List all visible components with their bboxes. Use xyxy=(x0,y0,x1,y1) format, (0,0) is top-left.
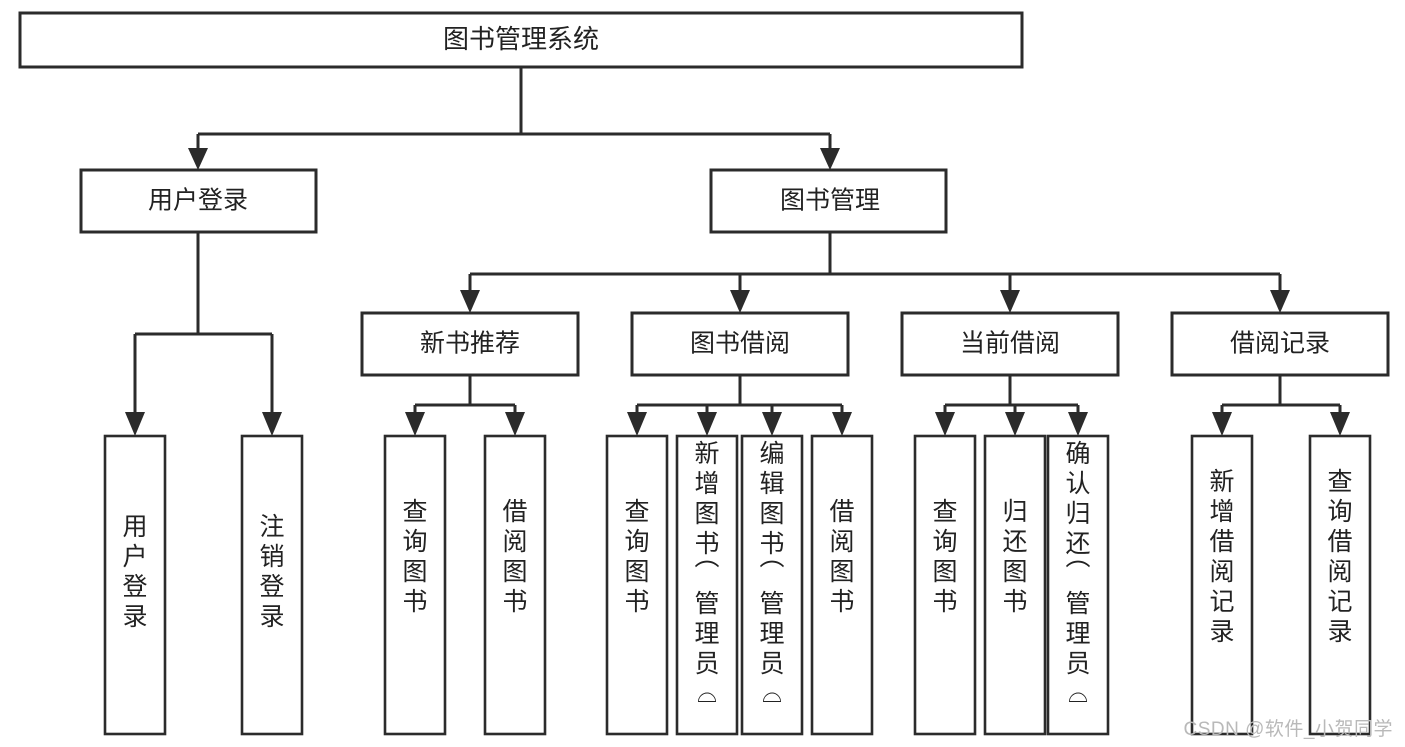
node-leaf-add-book-label: 新增图书⌒管理员⌓ xyxy=(694,440,719,708)
arrow-leaf-add-book xyxy=(697,412,717,436)
node-leaf-confirm-return-label: 确认归还⌒管理员⌓ xyxy=(1065,440,1090,708)
node-leaf-query-book-3-rect[interactable] xyxy=(913,434,977,736)
arrow-leaf-edit-book xyxy=(762,412,782,436)
node-book-borrow[interactable]: 图书借阅 xyxy=(630,311,850,377)
arrow-leaf-confirm-return xyxy=(1068,412,1088,436)
node-leaf-user-logout[interactable]: 注销登录 xyxy=(240,434,304,736)
node-leaf-add-record[interactable]: 新增借阅记录 xyxy=(1190,434,1254,736)
node-borrow-record-rect[interactable] xyxy=(1170,311,1390,377)
arrow-leaf-query-record xyxy=(1330,412,1350,436)
node-borrow-record[interactable]: 借阅记录 xyxy=(1170,311,1390,377)
node-leaf-borrow-book-2-label: 借阅图书 xyxy=(829,498,854,616)
node-leaf-confirm-return-rect[interactable] xyxy=(1046,434,1110,736)
node-leaf-query-book-2[interactable]: 查询图书 xyxy=(605,434,669,736)
node-leaf-query-record-rect[interactable] xyxy=(1308,434,1372,736)
node-book-manage-rect[interactable] xyxy=(709,168,948,234)
node-leaf-query-book-3-label: 查询图书 xyxy=(932,498,957,616)
node-leaf-query-book-2-label: 查询图书 xyxy=(624,498,649,616)
node-user-login[interactable]: 用户登录 xyxy=(79,168,318,234)
node-leaf-borrow-book-1[interactable]: 借阅图书 xyxy=(483,434,547,736)
arrow-leaf-add-record xyxy=(1212,412,1232,436)
node-new-book-recommend[interactable]: 新书推荐 xyxy=(360,311,580,377)
arrow-leaf-user-logout xyxy=(262,412,282,436)
node-leaf-query-record[interactable]: 查询借阅记录 xyxy=(1308,434,1372,736)
arrow-leaf-query-book-1 xyxy=(405,412,425,436)
node-book-borrow-rect[interactable] xyxy=(630,311,850,377)
node-root-rect[interactable] xyxy=(18,11,1024,69)
arrow-leaf-borrow-book-1 xyxy=(505,412,525,436)
node-leaf-user-logout-rect[interactable] xyxy=(240,434,304,736)
node-leaf-edit-book-rect[interactable] xyxy=(740,434,804,736)
node-leaf-user-login[interactable]: 用户登录 xyxy=(103,434,167,736)
node-user-login-rect[interactable] xyxy=(79,168,318,234)
arrow-leaf-query-book-2 xyxy=(627,412,647,436)
node-leaf-confirm-return[interactable]: 确认归还⌒管理员⌓ xyxy=(1046,434,1110,736)
arrow-borrow-record xyxy=(1270,290,1290,313)
node-leaf-query-book-1-rect[interactable] xyxy=(383,434,447,736)
node-leaf-user-login-label: 用户登录 xyxy=(122,513,147,631)
arrow-leaf-borrow-book-2 xyxy=(832,412,852,436)
node-new-book-recommend-label: 新书推荐 xyxy=(420,330,520,358)
node-leaf-add-book-rect[interactable] xyxy=(675,434,739,736)
arrow-leaf-return-book xyxy=(1005,412,1025,436)
node-leaf-query-book-1-label: 查询图书 xyxy=(402,498,427,616)
node-leaf-query-record-label: 查询借阅记录 xyxy=(1327,468,1352,646)
node-current-borrow-rect[interactable] xyxy=(900,311,1120,377)
node-leaf-query-book-3[interactable]: 查询图书 xyxy=(913,434,977,736)
node-leaf-add-record-rect[interactable] xyxy=(1190,434,1254,736)
node-current-borrow[interactable]: 当前借阅 xyxy=(900,311,1120,377)
node-leaf-return-book[interactable]: 归还图书 xyxy=(983,434,1047,736)
node-leaf-user-login-rect[interactable] xyxy=(103,434,167,736)
node-leaf-return-book-label: 归还图书 xyxy=(1002,498,1027,616)
node-new-book-recommend-rect[interactable] xyxy=(360,311,580,377)
node-leaf-edit-book[interactable]: 编辑图书⌒管理员⌓ xyxy=(740,434,804,736)
arrow-book-borrow xyxy=(730,290,750,313)
edge-group xyxy=(125,67,1350,436)
node-leaf-query-book-2-rect[interactable] xyxy=(605,434,669,736)
node-leaf-edit-book-label: 编辑图书⌒管理员⌓ xyxy=(759,440,784,708)
arrow-leaf-user-login xyxy=(125,412,145,436)
node-leaf-borrow-book-2-rect[interactable] xyxy=(810,434,874,736)
node-leaf-add-book[interactable]: 新增图书⌒管理员⌓ xyxy=(675,434,739,736)
node-book-manage[interactable]: 图书管理 xyxy=(709,168,948,234)
node-leaf-return-book-rect[interactable] xyxy=(983,434,1047,736)
node-leaf-user-logout-label: 注销登录 xyxy=(259,513,284,631)
node-book-manage-label: 图书管理 xyxy=(780,187,880,215)
arrow-book-manage xyxy=(820,148,840,170)
node-current-borrow-label: 当前借阅 xyxy=(960,330,1060,358)
node-user-login-label: 用户登录 xyxy=(148,187,248,215)
node-leaf-borrow-book-1-label: 借阅图书 xyxy=(502,498,527,616)
node-root[interactable]: 图书管理系统 xyxy=(18,11,1024,69)
node-borrow-record-label: 借阅记录 xyxy=(1230,330,1330,358)
csdn-watermark: CSDN @软件_小贺同学 xyxy=(1183,719,1393,740)
arrow-user-login xyxy=(188,148,208,170)
arrow-new-book-recommend xyxy=(460,290,480,313)
node-leaf-borrow-book-1-rect[interactable] xyxy=(483,434,547,736)
arrow-leaf-query-book-3 xyxy=(935,412,955,436)
arrow-current-borrow xyxy=(1000,290,1020,313)
node-leaf-query-book-1[interactable]: 查询图书 xyxy=(383,434,447,736)
node-book-borrow-label: 图书借阅 xyxy=(690,330,790,358)
node-root-label: 图书管理系统 xyxy=(443,24,599,54)
node-leaf-add-record-label: 新增借阅记录 xyxy=(1209,468,1234,646)
node-leaf-borrow-book-2[interactable]: 借阅图书 xyxy=(810,434,874,736)
